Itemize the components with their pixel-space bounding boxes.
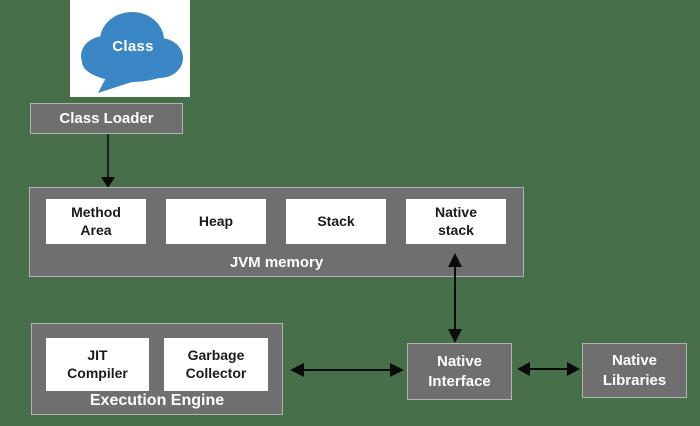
garbage-collector-box: Garbage Collector [164, 338, 268, 391]
nativeinterface-nativelibraries-arrow [517, 362, 580, 376]
cloud-icon [81, 12, 183, 93]
jit-compiler-box: JIT Compiler [46, 338, 149, 391]
classloader-to-jvmmemory-arrow [101, 134, 115, 188]
native-libraries-label: Native Libraries [602, 352, 667, 389]
class-loader-box: Class Loader [30, 103, 183, 134]
jvm-memory-box: Method Area Heap Stack Native stack JVM … [29, 187, 524, 277]
class-label: Class [112, 38, 154, 55]
nativestack-nativeinterface-arrow [448, 253, 462, 343]
execution-engine-label: Execution Engine [89, 392, 225, 409]
method-area-label: Method Area [71, 204, 121, 238]
stack-box: Stack [286, 199, 386, 244]
native-interface-box: Native Interface [407, 343, 512, 400]
jvm-memory-label: JVM memory [229, 254, 324, 271]
execution-engine-box: JIT Compiler Garbage Collector Execution… [31, 323, 283, 415]
heap-box: Heap [166, 199, 266, 244]
garbage-collector-label: Garbage Collector [185, 347, 247, 381]
native-interface-label: Native Interface [428, 353, 491, 390]
method-area-box: Method Area [46, 199, 146, 244]
heap-label: Heap [198, 212, 234, 229]
jit-compiler-label: JIT Compiler [67, 347, 128, 381]
native-libraries-box: Native Libraries [582, 343, 687, 398]
executionengine-nativeinterface-arrow [290, 363, 404, 377]
native-stack-label: Native stack [434, 204, 478, 238]
class-cloud-panel: Class [70, 0, 190, 97]
stack-label: Stack [317, 212, 355, 229]
native-stack-box: Native stack [406, 199, 506, 244]
